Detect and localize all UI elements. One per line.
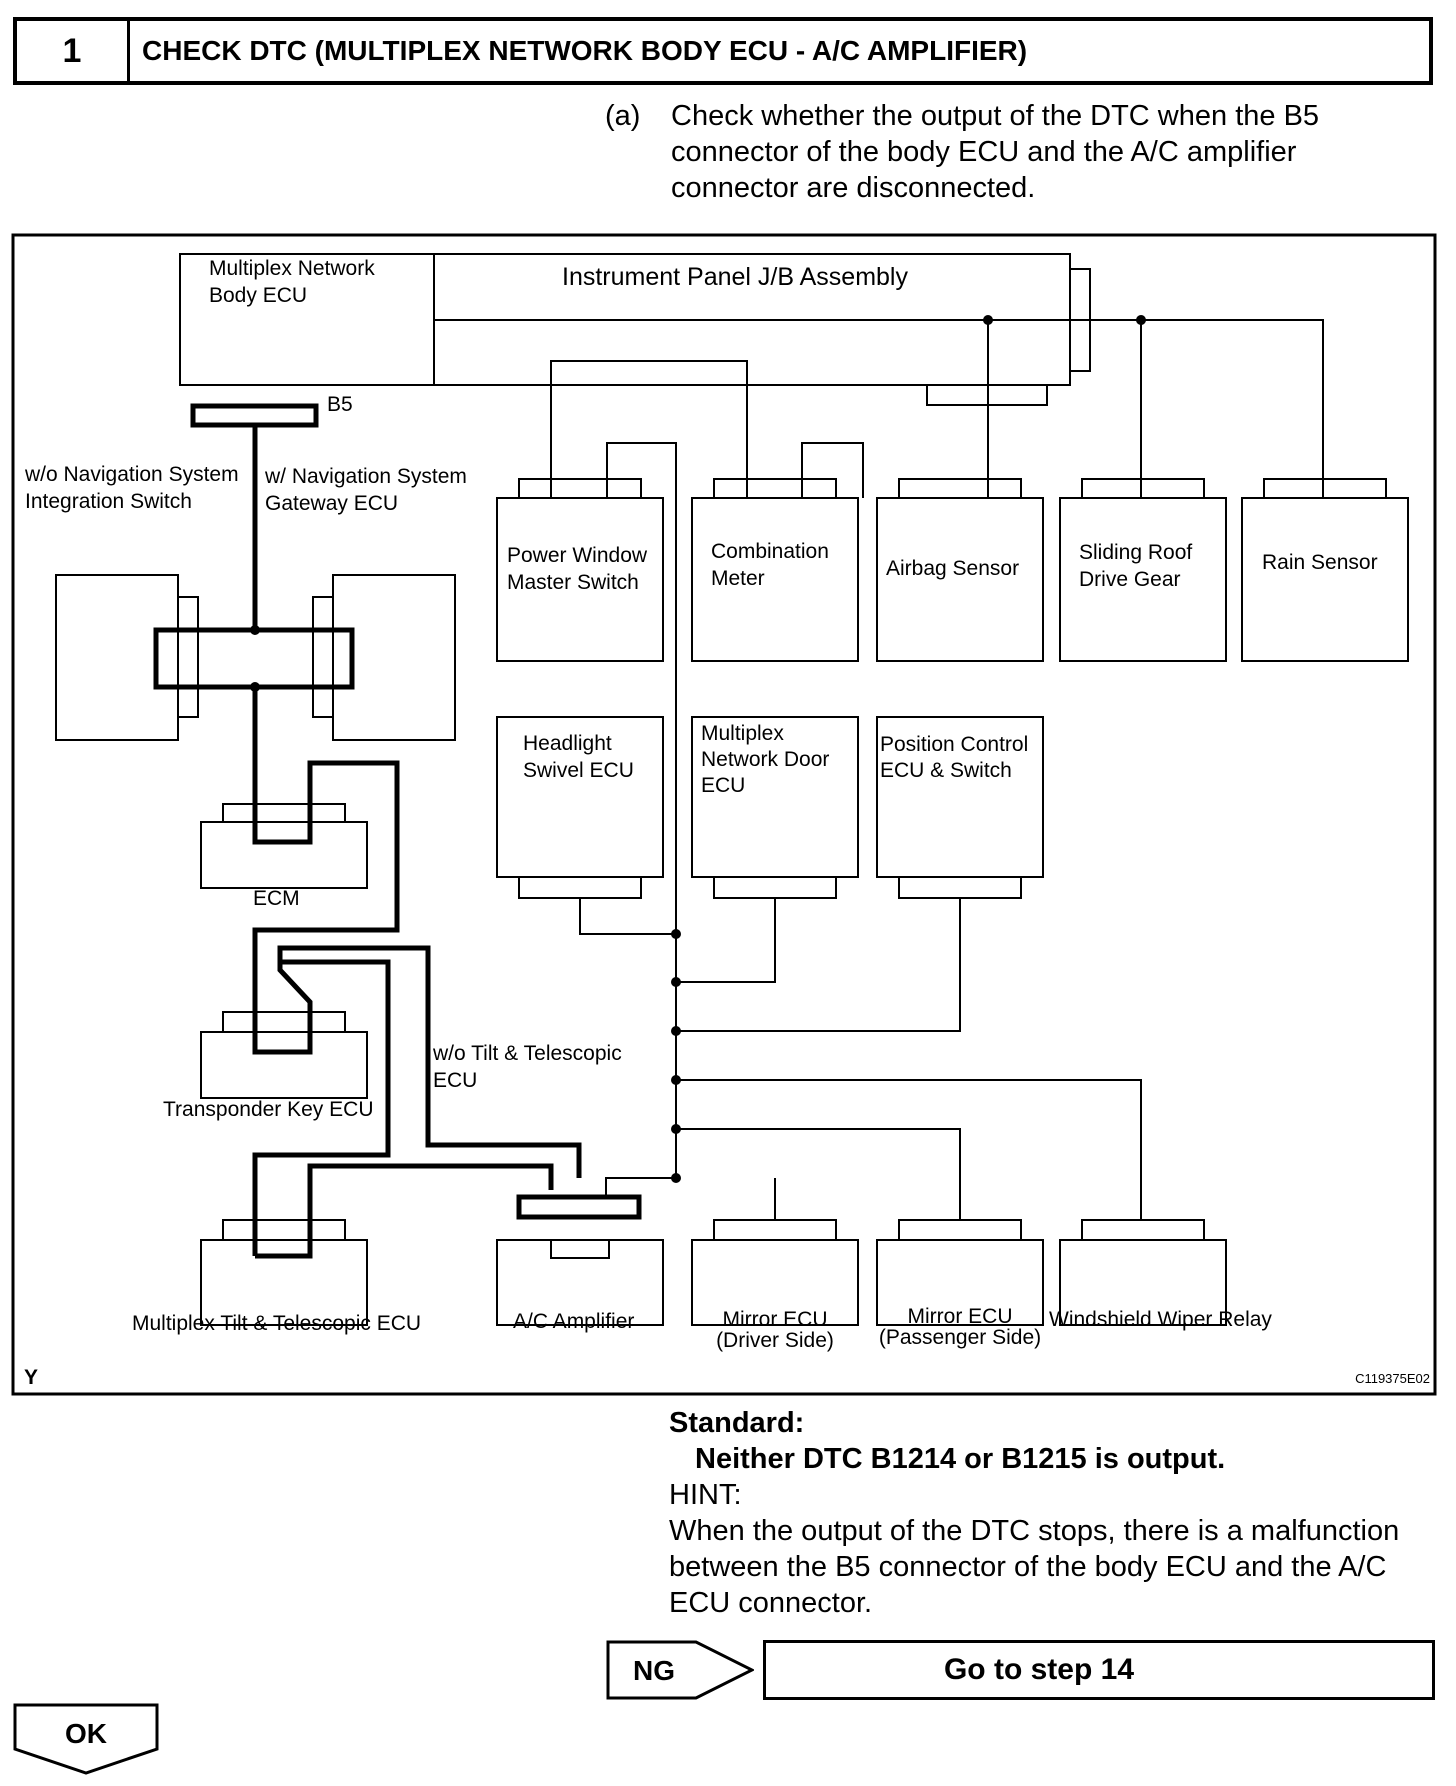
standard-section: Standard: Neither DTC B1214 or B1215 is … xyxy=(669,1405,1444,1621)
door-ecu-label-3: ECU xyxy=(701,774,745,797)
tilt-label: Multiplex Tilt & Telescopic ECU xyxy=(132,1312,421,1335)
instruction-label: (a) xyxy=(605,100,641,132)
mirror-driver-label-2: (Driver Side) xyxy=(716,1329,834,1352)
ok-label: OK xyxy=(65,1718,107,1749)
rain-label: Rain Sensor xyxy=(1262,551,1378,574)
ecm-box xyxy=(200,821,368,889)
corner-y: Y xyxy=(24,1366,38,1389)
sliding-roof-label-2: Drive Gear xyxy=(1079,568,1181,591)
power-window-label-1: Power Window xyxy=(507,544,648,567)
w-nav-label-2: Gateway ECU xyxy=(265,492,398,515)
ng-button[interactable]: NG xyxy=(606,1640,756,1700)
combination-label-1: Combination xyxy=(711,540,829,563)
door-ecu-label-1: Multiplex xyxy=(701,722,784,745)
diagram-frame xyxy=(11,233,1437,1396)
headlight-label-2: Swivel ECU xyxy=(523,759,634,782)
figure-code: C119375E02 xyxy=(1355,1371,1430,1386)
hint-label: HINT: xyxy=(669,1479,742,1511)
go-to-step-button[interactable]: Go to step 14 xyxy=(763,1640,1435,1700)
body-ecu-label-2: Body ECU xyxy=(209,284,307,307)
ng-label: NG xyxy=(633,1655,675,1686)
jb-title: Instrument Panel J/B Assembly xyxy=(562,263,908,291)
transponder-label: Transponder Key ECU xyxy=(163,1098,373,1121)
position-label-2: ECU & Switch xyxy=(880,759,1012,782)
transponder-key-ecu-box xyxy=(200,1031,368,1099)
power-window-label-2: Master Switch xyxy=(507,571,639,594)
wo-nav-label-2: Integration Switch xyxy=(25,490,192,513)
ok-button[interactable]: OK xyxy=(13,1703,159,1775)
wo-tilt-label-1: w/o Tilt & Telescopic xyxy=(432,1042,622,1065)
standard-value: Neither DTC B1214 or B1215 is output. xyxy=(695,1443,1226,1475)
mirror-pass-label-1: Mirror ECU xyxy=(908,1305,1013,1328)
ok-arrow-icon: OK xyxy=(13,1703,159,1775)
b5-connector xyxy=(190,403,319,428)
standard-label: Standard: xyxy=(669,1407,805,1439)
nav-connector xyxy=(153,627,355,690)
mirror-pass-label-2: (Passenger Side) xyxy=(879,1326,1041,1349)
w-nav-label-1: w/ Navigation System xyxy=(264,465,467,488)
ecm-label: ECM xyxy=(253,887,300,910)
wo-tilt-label-2: ECU xyxy=(433,1069,477,1092)
headlight-label-1: Headlight xyxy=(523,732,612,755)
step-number: 1 xyxy=(17,21,130,81)
position-label-1: Position Control xyxy=(880,733,1028,756)
step-header: 1 CHECK DTC (MULTIPLEX NETWORK BODY ECU … xyxy=(13,17,1433,85)
instruction-text: Check whether the output of the DTC when… xyxy=(671,100,1320,204)
sliding-roof-label-1: Sliding Roof xyxy=(1079,541,1192,564)
integration-switch-box xyxy=(55,574,179,741)
combination-label-2: Meter xyxy=(711,567,765,590)
step-title: CHECK DTC (MULTIPLEX NETWORK BODY ECU - … xyxy=(142,35,1028,66)
mirror-driver-label-1: Mirror ECU xyxy=(723,1308,828,1331)
body-ecu-label-1: Multiplex Network xyxy=(209,257,375,280)
wo-nav-label-1: w/o Navigation System xyxy=(24,463,239,486)
hint-text: When the output of the DTC stops, there … xyxy=(669,1515,1400,1619)
ac-label: A/C Amplifier xyxy=(513,1310,634,1333)
wiper-label: Windshield Wiper Relay xyxy=(1049,1308,1272,1331)
b5-label: B5 xyxy=(327,393,353,416)
door-ecu-label-2: Network Door xyxy=(701,748,829,771)
airbag-label: Airbag Sensor xyxy=(886,557,1019,580)
ng-arrow-icon: NG xyxy=(606,1640,756,1700)
rain-sensor-box xyxy=(1241,497,1409,662)
ac-amplifier-connector xyxy=(516,1194,642,1220)
